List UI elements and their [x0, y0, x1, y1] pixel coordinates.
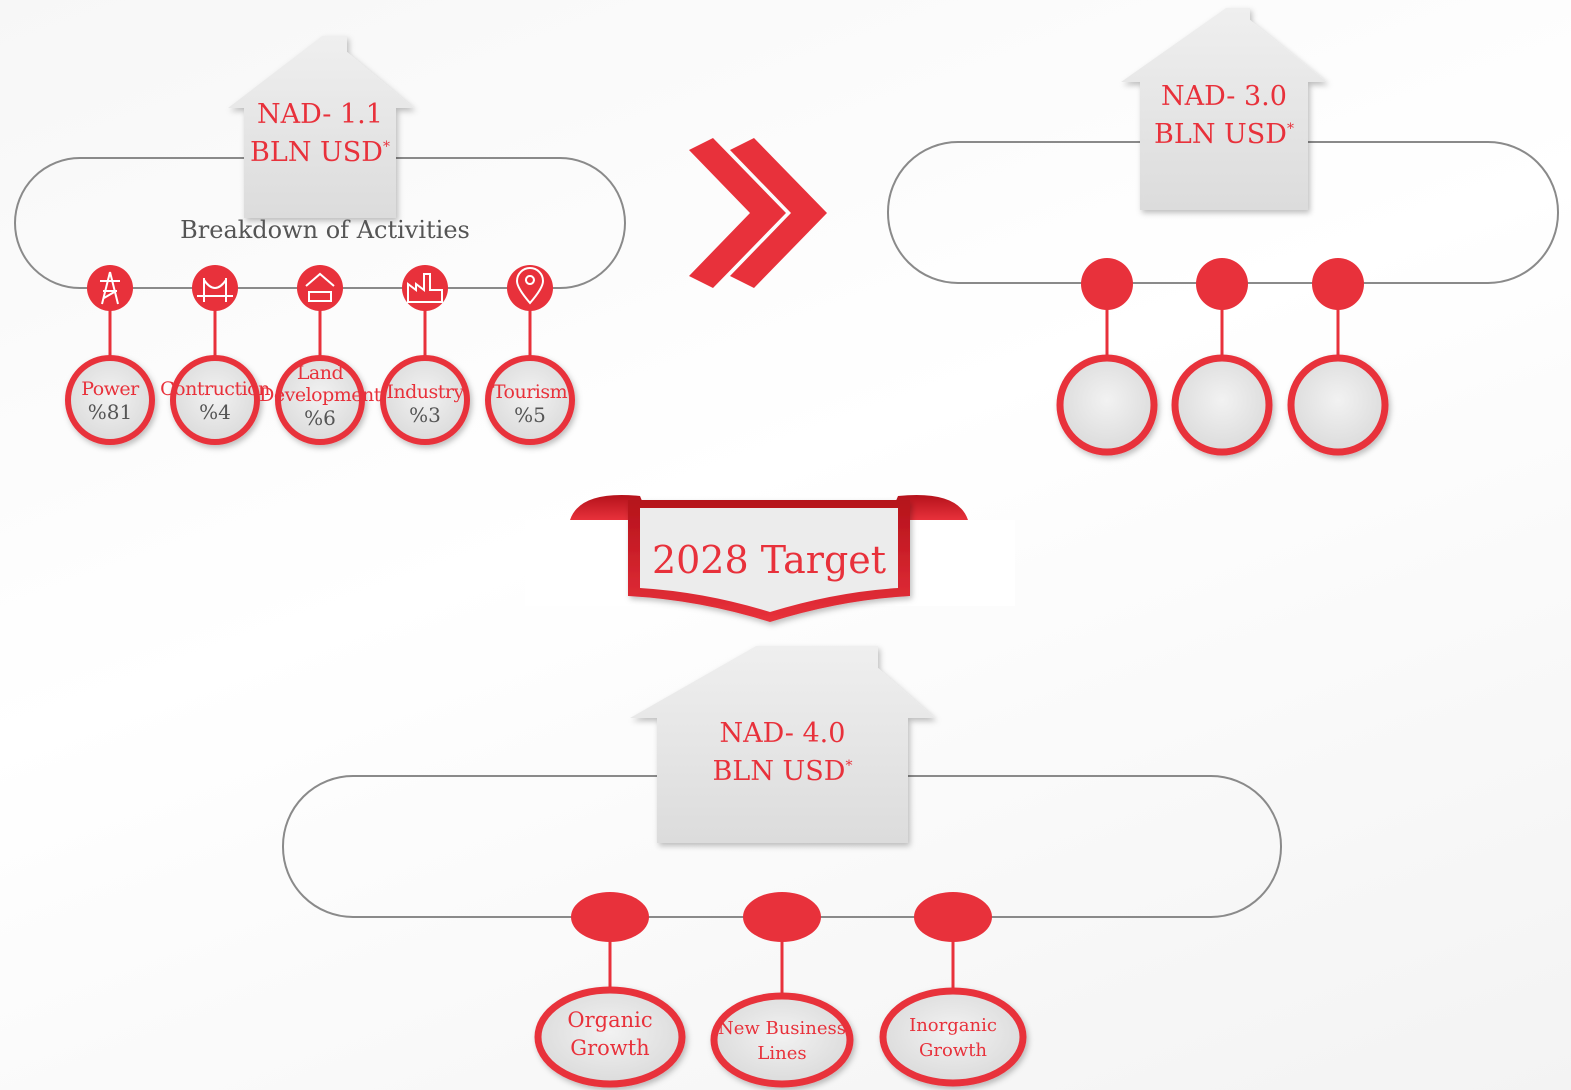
next-asterisk: *: [1286, 121, 1294, 137]
activity-value: %4: [199, 400, 231, 424]
current-house-shape: [228, 36, 414, 218]
breakdown-heading: Breakdown of Activities: [180, 216, 470, 244]
power-tower-icon: [87, 265, 133, 311]
target-title-line1: NAD- 4.0: [719, 718, 846, 749]
target-house-shape: [630, 646, 935, 843]
current-house-title: NAD- 1.1 BLN USD*: [245, 96, 395, 172]
activity-value: %81: [87, 400, 133, 424]
next-house-shape: [1121, 8, 1327, 210]
pillar-line1: Inorganic: [909, 1015, 997, 1036]
target-connectors: [608, 935, 955, 995]
activity-label: Tourism: [492, 381, 568, 403]
activity-label: Industry: [386, 381, 464, 403]
pillar-line2: Growth: [570, 1036, 650, 1060]
activity-power: Power %81: [68, 378, 152, 424]
activity-land-development: Land Development %6: [257, 362, 383, 430]
pillar-bubbles: [534, 986, 1027, 1088]
next-state-group: [887, 8, 1559, 456]
target-state-group: [282, 646, 1282, 1088]
next-dots: [1081, 258, 1364, 310]
pillar-line1: Organic: [567, 1008, 653, 1032]
pillar-line2: Growth: [918, 1040, 988, 1061]
activity-bubbles: [65, 355, 575, 445]
pillar-inorganic-growth: Inorganic Growth: [888, 1013, 1018, 1063]
activity-industry: Industry %3: [380, 381, 470, 427]
target-ribbon: [525, 495, 1015, 622]
pillar-new-business-lines: New Business Lines: [714, 1016, 850, 1066]
current-asterisk: *: [382, 139, 390, 155]
activity-tourism: Tourism %5: [485, 381, 575, 427]
activity-connectors: [108, 310, 532, 360]
activity-value: %6: [304, 406, 336, 430]
next-empty-bubbles: [1056, 354, 1389, 456]
target-dots: [571, 892, 992, 942]
target-asterisk: *: [845, 758, 853, 774]
pillar-line2: Lines: [757, 1043, 807, 1064]
activity-label: Power: [81, 378, 139, 400]
current-title-line2: BLN USD*: [250, 137, 390, 168]
target-title-line2: BLN USD*: [712, 756, 853, 787]
next-connectors: [1105, 300, 1340, 365]
activity-label-line2: Development: [259, 384, 381, 406]
next-title-line2: BLN USD*: [1154, 119, 1294, 150]
activity-label: Contruction: [160, 378, 270, 400]
activity-value: %5: [514, 403, 546, 427]
target-house-title: NAD- 4.0 BLN USD*: [657, 715, 908, 791]
double-chevron-right-icon: [689, 138, 827, 288]
bridge-icon: [192, 265, 238, 311]
target-ribbon-label: 2028 Target: [651, 538, 887, 582]
land-development-icon: [297, 265, 343, 311]
pillar-organic-growth: Organic Growth: [545, 1006, 675, 1062]
pillar-line1: New Business: [717, 1018, 847, 1039]
activity-value: %3: [409, 403, 441, 427]
map-pin-icon: [507, 265, 553, 311]
current-state-group: [14, 36, 626, 445]
activity-label-line1: Land: [296, 362, 344, 384]
next-title-line1: NAD- 3.0: [1161, 81, 1287, 112]
activity-construction: Contruction %4: [158, 378, 272, 424]
current-title-line1: NAD- 1.1: [257, 99, 383, 130]
factory-icon: [402, 265, 448, 311]
next-house-title: NAD- 3.0 BLN USD*: [1140, 78, 1308, 154]
